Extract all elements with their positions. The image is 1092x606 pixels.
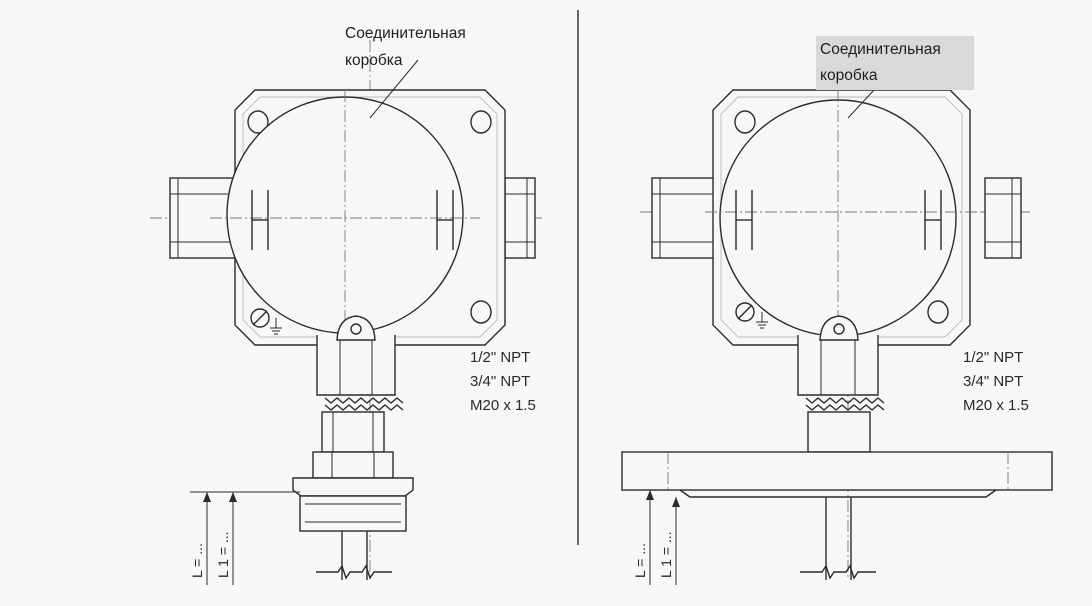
right-view: L = ... L 1 = ... Соединительная коробка… bbox=[621, 36, 1053, 585]
junction-box-label-line1: Соединительная bbox=[345, 25, 466, 42]
junction-box-label-line2: коробка bbox=[345, 52, 403, 69]
break-line bbox=[316, 564, 392, 580]
dim-L1-label: L 1 = ... bbox=[215, 531, 231, 578]
break-line bbox=[800, 564, 876, 580]
thread-spec-2: 3/4" NPT bbox=[963, 373, 1023, 390]
cable-gland-right bbox=[984, 177, 1022, 259]
cable-gland-left bbox=[651, 177, 715, 259]
mounting-hole bbox=[247, 110, 269, 134]
process-flange bbox=[621, 451, 1053, 491]
adapter-body bbox=[807, 411, 871, 453]
dim-L-label: L = ... bbox=[632, 543, 648, 578]
adapter-body bbox=[321, 411, 385, 453]
cover-lock-lug bbox=[819, 315, 859, 341]
housing-neck bbox=[797, 335, 879, 396]
mounting-hole bbox=[470, 110, 492, 134]
thread-spec-3: M20 x 1.5 bbox=[470, 397, 536, 414]
process-fitting bbox=[292, 477, 414, 497]
cover-lug-right bbox=[436, 190, 454, 250]
left-view: L = ... L 1 = ... Соединительная коробка… bbox=[150, 25, 545, 585]
dim-L-label: L = ... bbox=[189, 543, 205, 578]
label-box bbox=[816, 36, 974, 90]
housing-neck bbox=[316, 335, 396, 396]
junction-box-label-line1: Соединительная bbox=[820, 41, 941, 58]
ground-screw bbox=[735, 302, 768, 329]
mounting-hole bbox=[927, 300, 949, 324]
thread-spec-1: 1/2" NPT bbox=[470, 349, 530, 366]
cover-lug-right bbox=[924, 190, 942, 250]
mounting-hole bbox=[470, 300, 492, 324]
flange-face bbox=[679, 489, 997, 498]
thread-spec-1: 1/2" NPT bbox=[963, 349, 1023, 366]
hex-nut bbox=[312, 451, 394, 479]
label-leader bbox=[369, 59, 419, 119]
cover-lock-lug bbox=[336, 315, 376, 341]
ground-screw bbox=[250, 308, 282, 335]
cover-lug-left bbox=[735, 190, 753, 250]
cable-gland-right bbox=[504, 177, 536, 259]
dim-L1-label: L 1 = ... bbox=[658, 531, 674, 578]
junction-box-label-line2: коробка bbox=[820, 67, 878, 84]
mounting-hole bbox=[734, 110, 756, 134]
cover-lug-left bbox=[251, 190, 269, 250]
thread-connection bbox=[805, 397, 885, 411]
threaded-spigot bbox=[299, 495, 407, 532]
thread-spec-2: 3/4" NPT bbox=[470, 373, 530, 390]
thread-spec-3: M20 x 1.5 bbox=[963, 397, 1029, 414]
thread-connection bbox=[324, 397, 404, 411]
